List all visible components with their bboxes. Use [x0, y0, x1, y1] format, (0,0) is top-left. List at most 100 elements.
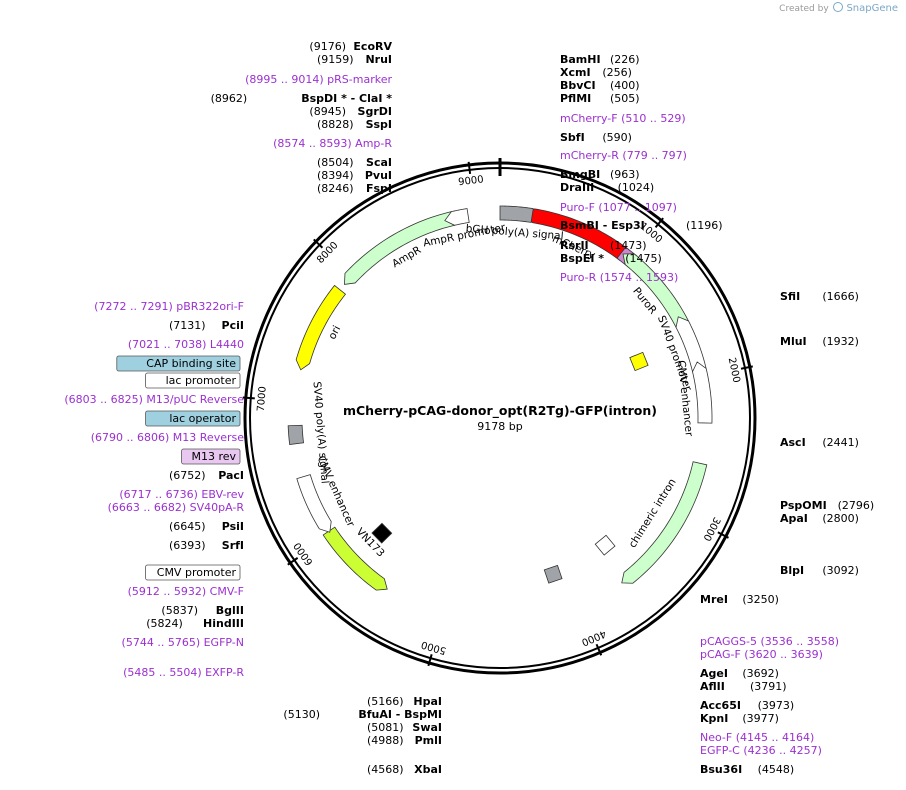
primer-m13-reverse[interactable]: (6790 .. 6806) M13 Reverse — [91, 431, 244, 444]
enzyme-hpai[interactable]: HpaI(5166) — [367, 695, 442, 708]
enzyme-asci[interactable]: AscI(2441) — [780, 436, 859, 449]
site-name: HindIII — [203, 617, 244, 630]
primer-sv40pa-r[interactable]: (6663 .. 6682) SV40pA-R — [108, 501, 245, 514]
enzyme-draiii[interactable]: DraIII(1024) — [560, 181, 654, 194]
enzyme-nrui[interactable]: NruI(9159) — [317, 53, 392, 66]
enzyme-sspi[interactable]: SspI(8828) — [317, 118, 392, 131]
site-name: SrfI — [222, 539, 244, 552]
feature-tag-m13-rev[interactable]: M13 rev — [181, 448, 241, 465]
primer-ebv-rev[interactable]: (6717 .. 6736) EBV-rev — [119, 488, 244, 501]
site-position: (8394) — [317, 169, 354, 182]
enzyme-bsmbi-esp3i[interactable]: BsmBI - Esp3I(1196) — [560, 219, 723, 232]
enzyme-psii[interactable]: PsiI(6645) — [169, 520, 244, 533]
site-name: MreI — [700, 593, 728, 606]
site-name: PflMI — [560, 92, 591, 105]
feature-tag-lac-promoter[interactable]: lac promoter — [145, 372, 241, 389]
enzyme-pflmi[interactable]: PflMI(505) — [560, 92, 640, 105]
primer-exfp-r[interactable]: (5485 .. 5504) EXFP-R — [123, 666, 244, 679]
feature-arrow — [675, 316, 707, 373]
enzyme-kpni[interactable]: KpnI(3977) — [700, 712, 779, 725]
enzyme-agei[interactable]: AgeI(3692) — [700, 667, 779, 680]
feature-kozak-sequence[interactable] — [371, 522, 393, 544]
primer-pcaggs-5[interactable]: pCAGGS-5 (3536 .. 3558) — [700, 635, 839, 648]
enzyme-pcii[interactable]: PciI(7131) — [169, 319, 244, 332]
feature-t7-promoter[interactable] — [594, 534, 616, 556]
primer-l4440[interactable]: (7021 .. 7038) L4440 — [128, 338, 244, 351]
feature-tag-cap-binding-site[interactable]: CAP binding site — [116, 355, 241, 372]
site-name: Puro-F (1077 .. 1097) — [560, 201, 677, 214]
primer-egfp-c[interactable]: EGFP-C (4236 .. 4257) — [700, 744, 822, 757]
enzyme-rsrii[interactable]: RsrII(1473) — [560, 239, 647, 252]
feature-ori[interactable]: ori — [295, 284, 347, 371]
feature-ampr[interactable]: AmpR — [344, 211, 456, 285]
enzyme-bspdi-clai-[interactable]: BspDI * - ClaI *(8962) — [211, 92, 393, 105]
enzyme-paci[interactable]: PacI(6752) — [169, 469, 244, 482]
enzyme-sbfi[interactable]: SbfI(590) — [560, 131, 632, 144]
site-name: HpaI — [413, 695, 442, 708]
tick-label: 9000 — [458, 174, 485, 188]
enzyme-swai[interactable]: SwaI(5081) — [367, 721, 442, 734]
primer-prs-marker[interactable]: (8995 .. 9014) pRS-marker — [245, 73, 392, 86]
enzyme-pspomi[interactable]: PspOMI(2796) — [780, 499, 874, 512]
enzyme-bamhi[interactable]: BamHI(226) — [560, 53, 640, 66]
enzyme-bmgbi[interactable]: BmgBI(963) — [560, 168, 640, 181]
site-position: (5130) — [283, 708, 320, 721]
primer-neo-f[interactable]: Neo-F (4145 .. 4164) — [700, 731, 814, 744]
enzyme-blpi[interactable]: BlpI(3092) — [780, 564, 859, 577]
primer-amp-r[interactable]: (8574 .. 8593) Amp-R — [273, 137, 392, 150]
feature-label: CMV enhancer — [675, 360, 695, 438]
enzyme-bspei-[interactable]: BspEI *(1475) — [560, 252, 662, 265]
enzyme-bsu36i[interactable]: Bsu36I(4548) — [700, 763, 794, 776]
feature-label: ori — [326, 324, 343, 342]
site-position: (2800) — [822, 512, 859, 525]
feature-tag-lac-operator[interactable]: lac operator — [145, 410, 241, 427]
feature-chimeric-intron[interactable]: chimeric intron — [621, 461, 708, 584]
enzyme-pmli[interactable]: PmlI(4988) — [367, 734, 442, 747]
site-name: PspOMI — [780, 499, 827, 512]
primer-mcherry-f[interactable]: mCherry-F (510 .. 529) — [560, 112, 686, 125]
credit-prefix: Created by — [779, 4, 829, 14]
site-name: lac operator — [169, 412, 236, 425]
enzyme-mrei[interactable]: MreI(3250) — [700, 593, 779, 606]
feature-cmv-enhancer[interactable]: CMV enhancer — [675, 360, 713, 438]
enzyme-hindiii[interactable]: HindIII(5824) — [146, 617, 244, 630]
enzyme-sfii[interactable]: SfiI(1666) — [780, 290, 859, 303]
feature-hsv-tk-poly-a-signal[interactable] — [543, 564, 563, 584]
primer-egfp-n[interactable]: (5744 .. 5765) EGFP-N — [122, 636, 244, 649]
enzyme-bglii[interactable]: BglII(5837) — [161, 604, 244, 617]
primer-pcag-f[interactable]: pCAG-F (3620 .. 3639) — [700, 648, 823, 661]
primer-puro-f[interactable]: Puro-F (1077 .. 1097) — [560, 201, 677, 214]
enzyme-aflii[interactable]: AflII(3791) — [700, 680, 787, 693]
feature-arrow — [322, 526, 388, 591]
primer-pbr322ori-f[interactable]: (7272 .. 7291) pBR322ori-F — [94, 300, 244, 313]
enzyme-xcmi[interactable]: XcmI(256) — [560, 66, 632, 79]
feature-tag-cmv-promoter[interactable]: CMV promoter — [145, 564, 241, 581]
site-name: (8995 .. 9014) pRS-marker — [245, 73, 392, 86]
feature-sv40-poly-a-signal[interactable]: SV40 poly(A) signal — [287, 381, 331, 484]
enzyme-bfuai-bspmi[interactable]: BfuAI - BspMI(5130) — [283, 708, 442, 721]
site-name: FspI — [366, 182, 392, 195]
enzyme-sgrdi[interactable]: SgrDI(8945) — [309, 105, 392, 118]
enzyme-ecorv[interactable]: EcoRV(9176) — [309, 40, 392, 53]
primer-mcherry-r[interactable]: mCherry-R (779 .. 797) — [560, 149, 687, 162]
enzyme-bbvci[interactable]: BbvCI(400) — [560, 79, 640, 92]
enzyme-scai[interactable]: ScaI(8504) — [317, 156, 392, 169]
site-position: (1932) — [822, 335, 859, 348]
enzyme-pvui[interactable]: PvuI(8394) — [317, 169, 392, 182]
feature-arrow — [444, 208, 470, 226]
enzyme-xbai[interactable]: XbaI(4568) — [367, 763, 442, 776]
feature-tag-box — [145, 410, 241, 427]
site-labels: BamHI(226)XcmI(256)BbvCI(400)PflMI(505) m… — [64, 40, 874, 776]
site-name: Neo-F (4145 .. 4164) — [700, 731, 814, 744]
enzyme-srfi[interactable]: SrfI(6393) — [169, 539, 244, 552]
primer-cmv-f[interactable]: (5912 .. 5932) CMV-F — [128, 585, 244, 598]
enzyme-acc65i[interactable]: Acc65I(3973) — [700, 699, 794, 712]
primer-puro-r[interactable]: Puro-R (1574 .. 1593) — [560, 271, 678, 284]
feature-sv40-ori[interactable] — [629, 351, 649, 372]
primer-m13-puc-reverse[interactable]: (6803 .. 6825) M13/pUC Reverse — [64, 393, 244, 406]
enzyme-mlui[interactable]: MluI(1932) — [780, 335, 859, 348]
enzyme-apai[interactable]: ApaI(2800) — [780, 512, 859, 525]
enzyme-fspi[interactable]: FspI(8246) — [317, 182, 392, 195]
feature-arrow — [287, 424, 305, 446]
site-name: XcmI — [560, 66, 591, 79]
